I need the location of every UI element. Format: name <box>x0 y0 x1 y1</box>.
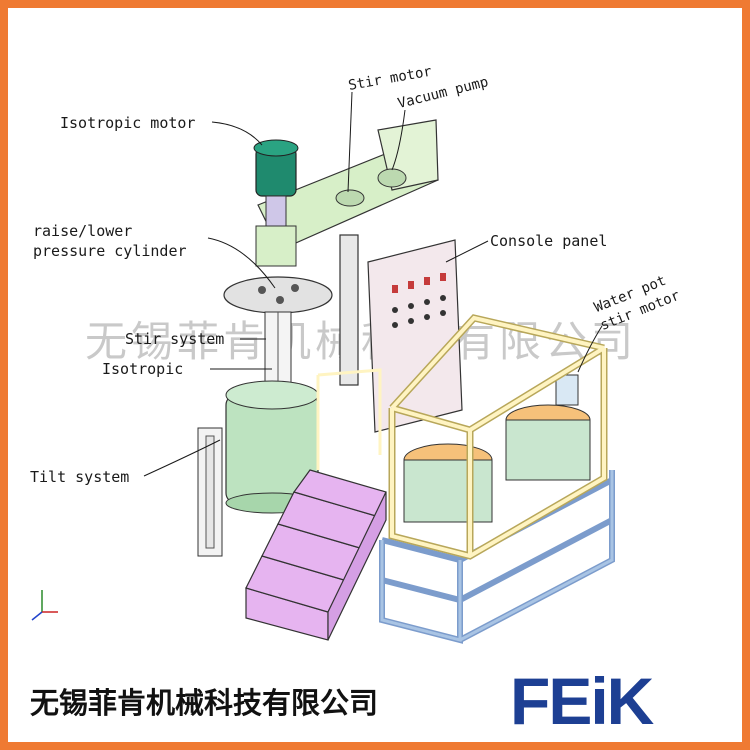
water-pot-motor <box>555 374 579 406</box>
feik-logo: FEiK <box>510 664 654 738</box>
label-isotropic-motor: Isotropic motor <box>60 114 196 132</box>
axis-gizmo-icon <box>31 590 58 621</box>
label-raise-lower: raise/lower <box>33 222 133 240</box>
label-console-panel: Console panel <box>490 232 608 250</box>
vessel-lid <box>223 276 333 314</box>
company-name: 无锡菲肯机械科技有限公司 <box>30 686 379 720</box>
label-pressure-cylinder: pressure cylinder <box>33 242 187 260</box>
stir-motor-body <box>335 189 365 207</box>
cylinder-sleeve <box>255 225 297 267</box>
label-isotropic: Isotropic <box>102 360 184 378</box>
vacuum-pump-body <box>377 168 407 188</box>
isotropic-motor-cap <box>253 139 299 157</box>
motor-coupling <box>265 195 287 227</box>
watermark-text: 无锡菲肯机械科技有限公司 <box>85 317 638 366</box>
console-panel <box>367 239 463 433</box>
label-tilt-system: Tilt system <box>30 468 130 486</box>
label-stir-system: Stir system <box>125 330 225 348</box>
support-column <box>339 234 359 386</box>
